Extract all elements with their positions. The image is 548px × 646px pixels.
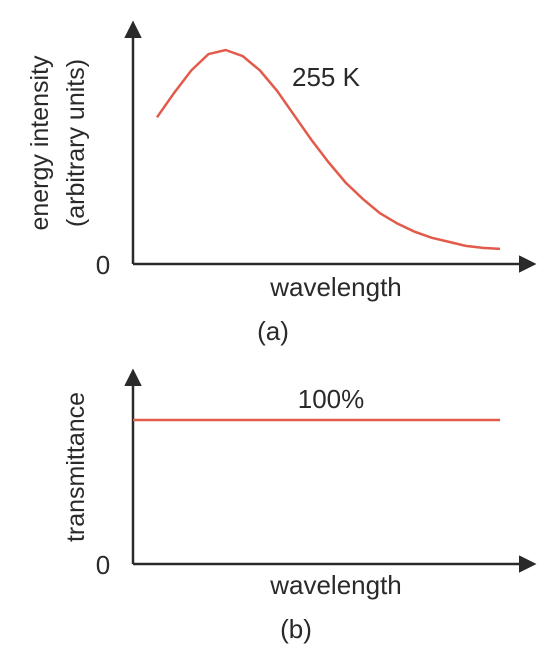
panel-b-y-origin-label: 0: [96, 550, 110, 580]
panel-a-annotation: 255 K: [292, 62, 361, 92]
panel-b-caption: (b): [280, 614, 312, 644]
panel-b-annotation: 100%: [298, 384, 365, 414]
panel-a: energy intensity (arbitrary units) 0 wav…: [26, 20, 537, 346]
panel-b-x-label: wavelength: [269, 570, 402, 600]
panel-a-series-line: [155, 48, 501, 251]
panel-a-x-label: wavelength: [269, 272, 402, 302]
panel-a-y-label-line-1: energy intensity: [26, 55, 54, 231]
panel-a-y-origin-label: 0: [96, 250, 110, 280]
panel-a-caption: (a): [257, 316, 289, 346]
panel-a-y-label-line-2: (arbitrary units): [62, 59, 90, 227]
panel-b: transmittance 0 wavelength (b) 100%: [62, 368, 537, 644]
panel-b-y-label: transmittance: [62, 392, 90, 542]
